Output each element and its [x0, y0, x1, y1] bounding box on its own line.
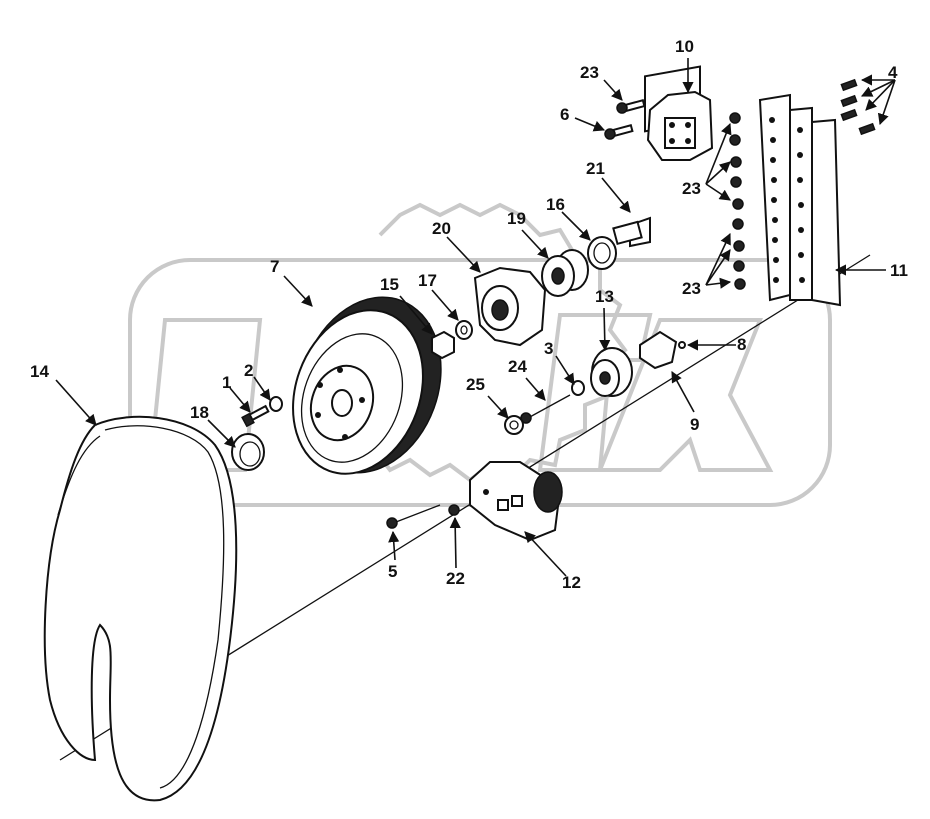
- callout-1: 1: [222, 373, 231, 392]
- callout-23-bottom: 23: [682, 279, 701, 298]
- callout-12: 12: [562, 573, 581, 592]
- bolt-5: [386, 504, 441, 529]
- washer-17: [455, 320, 473, 340]
- washer-2: [269, 396, 283, 412]
- bolts-23: [729, 112, 746, 290]
- idler-pulley: [590, 347, 633, 397]
- drive-belt: [43, 415, 238, 802]
- callout-10: 10: [675, 37, 694, 56]
- pin-8: [678, 341, 686, 349]
- tensioner-arm: [639, 330, 678, 370]
- callout-25: 25: [466, 375, 485, 394]
- nut-15: [431, 330, 455, 360]
- callout-13: 13: [595, 287, 614, 306]
- callout-20: 20: [432, 219, 451, 238]
- callout-15: 15: [380, 275, 399, 294]
- washer-25: [504, 415, 524, 435]
- bolt-1: [241, 404, 270, 428]
- crankshaft-pulley: [292, 296, 442, 475]
- callout-21: 21: [586, 159, 605, 178]
- bolts-4: [840, 78, 876, 136]
- belt-tensioner: [469, 461, 563, 542]
- callout-5: 5: [388, 562, 397, 581]
- bolt-23-top: [616, 99, 646, 114]
- nut-22: [448, 504, 460, 516]
- pulley-hub: [473, 266, 547, 347]
- callout-3: 3: [544, 339, 553, 358]
- callout-6: 6: [560, 105, 569, 124]
- callout-7: 7: [270, 257, 279, 276]
- callout-9: 9: [690, 415, 699, 434]
- callout-22: 22: [446, 569, 465, 588]
- callout-17: 17: [418, 271, 437, 290]
- callout-2: 2: [244, 361, 253, 380]
- mounting-rail-plate: [758, 93, 842, 307]
- bolt-6: [604, 124, 634, 140]
- callout-14: 14: [30, 362, 49, 381]
- callout-23-mid: 23: [682, 179, 701, 198]
- callout-23-top: 23: [580, 63, 599, 82]
- callout-11: 11: [890, 261, 908, 280]
- callout-19: 19: [507, 209, 526, 228]
- leader-arrows: [55, 58, 896, 577]
- bolt-24: [520, 394, 571, 424]
- callout-16: 16: [546, 195, 565, 214]
- callout-24: 24: [508, 357, 527, 376]
- callout-18: 18: [190, 403, 209, 422]
- washer-3: [571, 380, 585, 396]
- callout-4: 4: [888, 63, 898, 82]
- bearing-19: [541, 249, 589, 297]
- callout-8: 8: [737, 335, 746, 354]
- seal-16: [587, 236, 617, 270]
- seal-ring: [231, 433, 265, 471]
- callout-labels: 1 2 3 4 5 6 7 8 9 10 11 12 13 14 15 16 1…: [30, 37, 908, 592]
- mounting-bracket: [646, 90, 714, 161]
